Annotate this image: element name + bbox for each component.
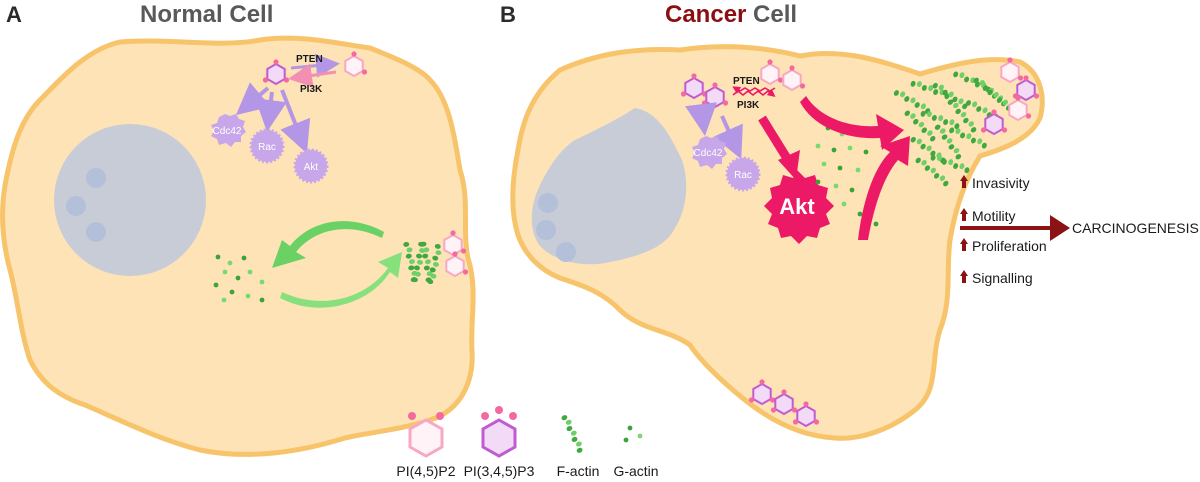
legend-item-pip2: PI(4,5)P2 — [396, 412, 456, 479]
akt-oncoprotein — [764, 170, 834, 244]
phosphate-icon — [509, 412, 517, 420]
arrow-to-rac — [255, 91, 287, 132]
f-actin-icon — [560, 413, 586, 454]
pi3k-label: PI3K — [300, 84, 323, 95]
up-arrow-icon — [960, 238, 968, 251]
up-arrow-icon — [960, 208, 968, 221]
cdc42-protein — [211, 114, 246, 147]
legend-item-pip3: PI(3,4,5)P3 — [464, 406, 535, 479]
arrow-to-akt — [280, 89, 311, 154]
up-arrow-icon — [960, 270, 968, 283]
pi3k-label-b: PI3K — [737, 100, 760, 111]
polymerization-arrow-b2 — [858, 136, 910, 240]
effect-label: Motility — [972, 208, 1016, 224]
phosphate-icon — [481, 412, 489, 420]
up-arrow-icon — [960, 175, 968, 188]
legend: PI(4,5)P2 PI(3,4,5)P3 F-actin G-actin — [396, 406, 659, 479]
pi3k-active-arrow — [732, 86, 776, 94]
panel-b-letter: B — [500, 2, 516, 27]
polymerization-arrow-b — [800, 96, 904, 150]
effect-motility: Motility — [960, 208, 1016, 224]
rac-protein — [249, 128, 285, 164]
effect-proliferation: Proliferation — [960, 238, 1047, 254]
carcinogenesis-arrow-shaft — [960, 226, 1050, 230]
cell-word: Cell — [746, 1, 797, 28]
arrow-to-akt-head — [778, 150, 800, 180]
cdc42-protein-b — [692, 136, 727, 169]
nucleolus — [86, 168, 106, 188]
effect-invasivity: Invasivity — [960, 175, 1030, 191]
effects-list: Invasivity Motility Proliferation Signal… — [960, 175, 1047, 286]
pten-label-b: PTEN — [733, 76, 760, 87]
nucleolus — [66, 196, 86, 216]
carcinogenesis-label: CARCINOGENESIS — [1072, 220, 1199, 236]
arrow-to-cdc42-b — [685, 102, 717, 136]
nucleolus — [86, 222, 106, 242]
cdc42-label: Cdc42 — [213, 126, 242, 137]
cancer-cell-title: Cancer Cell — [665, 1, 797, 28]
legend-label: PI(4,5)P2 — [396, 463, 455, 479]
phosphate-icon — [408, 412, 416, 420]
akt-label-b: Akt — [779, 194, 815, 219]
akt-label: Akt — [304, 162, 319, 173]
normal-cell-title: Normal Cell — [140, 1, 273, 28]
g-actin-icon — [627, 425, 633, 431]
pten-label: PTEN — [296, 54, 323, 65]
effect-label: Invasivity — [972, 175, 1030, 191]
legend-label: PI(3,4,5)P3 — [464, 463, 535, 479]
effect-label: Signalling — [972, 270, 1033, 286]
pip3-hexagon-icon — [481, 418, 517, 458]
nucleolus — [536, 220, 556, 240]
nucleolus — [538, 193, 558, 213]
arrow-to-akt-b — [758, 115, 792, 163]
pi3k-arrow — [288, 63, 337, 88]
cancer-nucleus — [531, 108, 687, 265]
g-actin-icon — [637, 433, 643, 439]
depolymerization-arrow — [272, 221, 384, 268]
rac-protein-b — [725, 156, 761, 192]
panel-a-letter: A — [6, 2, 22, 27]
akt-protein — [293, 148, 329, 184]
phosphate-icon — [436, 412, 444, 420]
legend-item-g-actin: G-actin — [613, 425, 659, 479]
cancer-word: Cancer — [665, 1, 746, 28]
legend-item-f-actin: F-actin — [557, 413, 600, 479]
rac-label: Rac — [258, 142, 276, 153]
cdc42-label-b: Cdc42 — [694, 148, 723, 159]
arrow-to-cdc42 — [235, 82, 271, 116]
phosphate-icon — [495, 406, 503, 414]
g-actin-icon — [623, 437, 629, 443]
legend-label: G-actin — [613, 463, 658, 479]
carcinogenesis-arrow-head — [1050, 215, 1070, 241]
pip2-hexagon-icon — [408, 418, 444, 458]
polymerization-arrow — [280, 252, 402, 308]
rac-label-b: Rac — [734, 170, 752, 181]
arrow-to-rac-b — [713, 115, 743, 160]
nucleolus — [556, 242, 576, 262]
effect-signalling: Signalling — [960, 270, 1033, 286]
effect-label: Proliferation — [972, 238, 1047, 254]
legend-label: F-actin — [557, 463, 600, 479]
